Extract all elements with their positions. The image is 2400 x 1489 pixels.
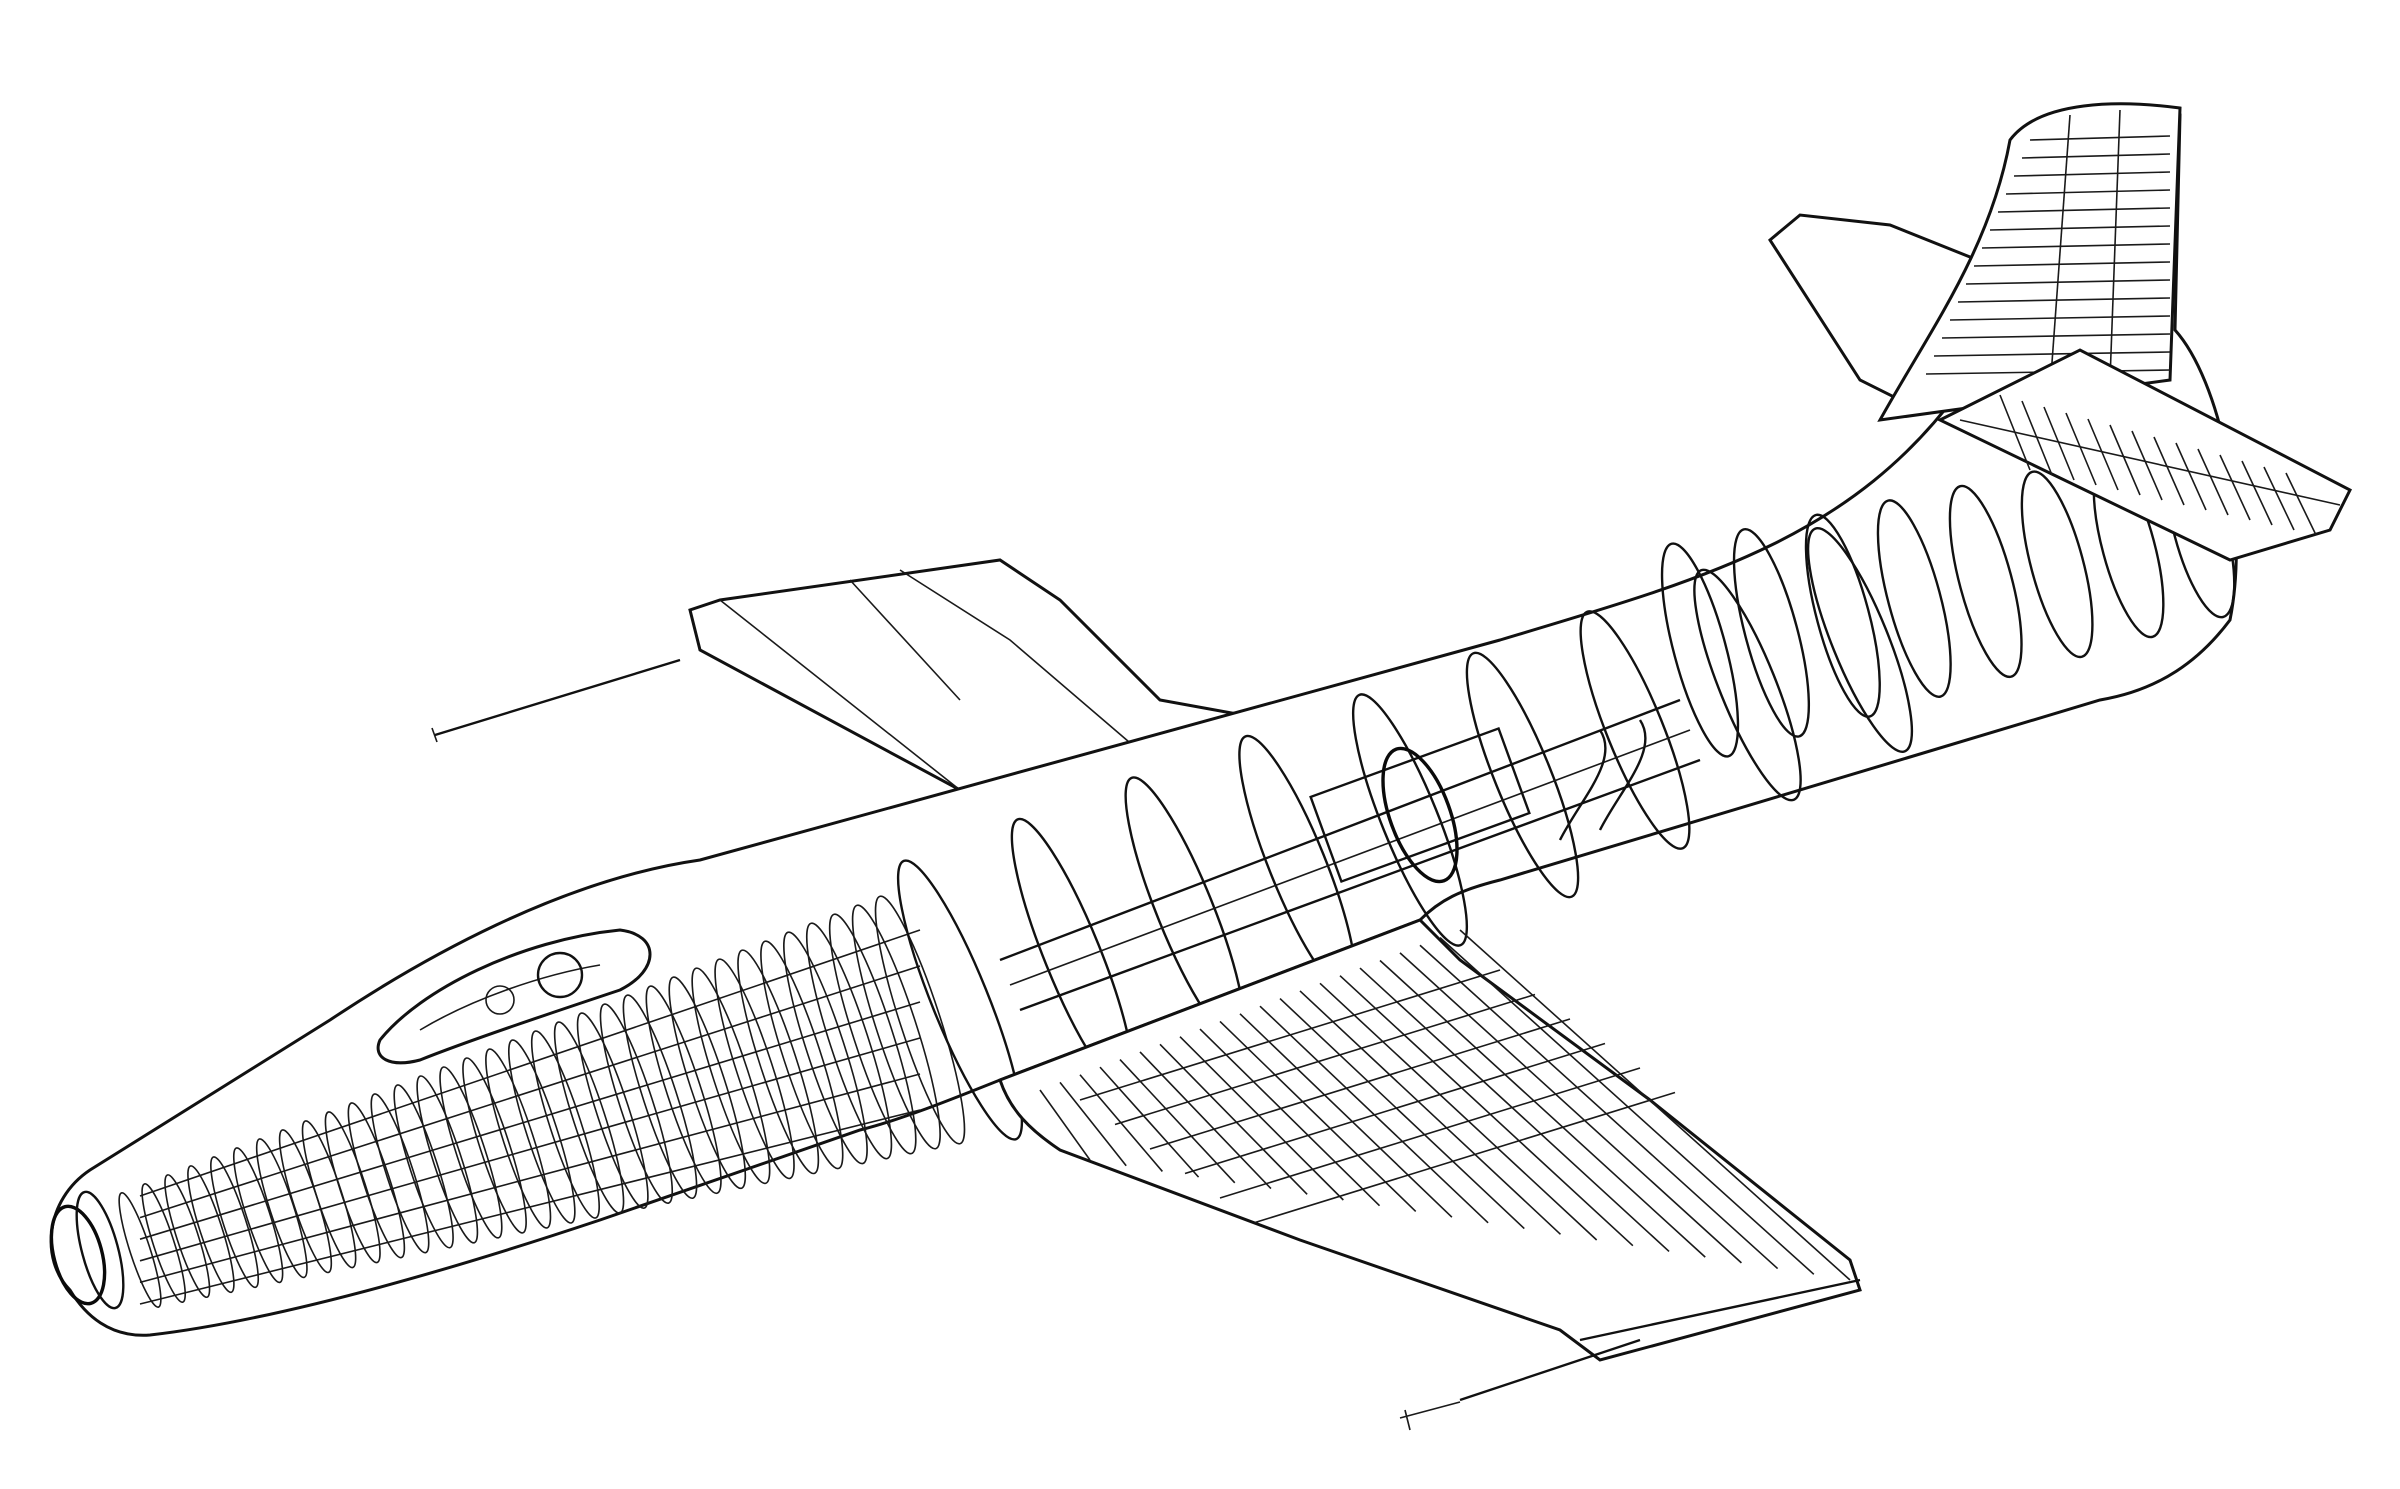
fuselage xyxy=(49,110,2238,1337)
right-wing xyxy=(998,918,1862,1362)
nose-cone xyxy=(49,1190,125,1310)
pitot-probe-lower xyxy=(1399,1338,1641,1431)
cockpit-canopy xyxy=(376,928,652,1065)
vertical-fin xyxy=(1877,102,2182,422)
forward-fuselage-frames xyxy=(118,895,966,1308)
engine-bay-frames xyxy=(896,527,1914,1141)
horizontal-stabilizer-right xyxy=(1936,348,2353,562)
jet-engine xyxy=(999,698,1701,1012)
pitot-probe-upper xyxy=(431,658,681,743)
